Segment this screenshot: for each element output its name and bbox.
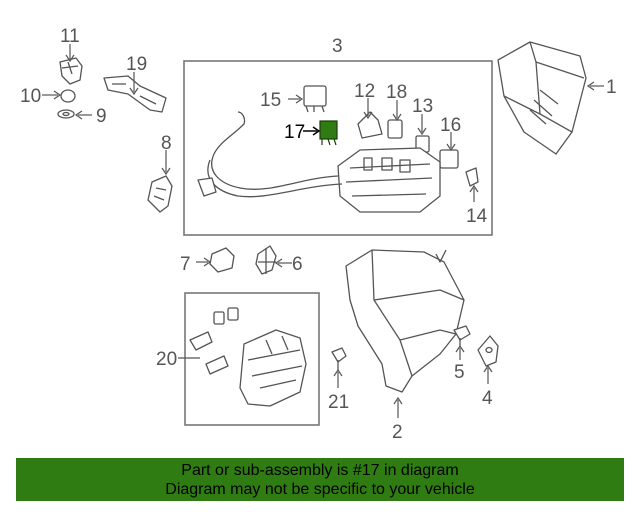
callout-1: 1 [606,77,617,98]
callout-11: 11 [60,26,80,47]
callout-9: 9 [96,106,107,127]
part-13-fuse[interactable] [415,114,430,153]
part-2-lower-tray[interactable] [345,249,465,418]
callout-18: 18 [386,82,407,103]
part-11-sensor[interactable] [59,44,83,85]
banner-line-1: Part or sub-assembly is #17 in diagram [181,462,459,479]
part-10-cap[interactable] [42,89,76,103]
parts-diagram: 1 2 3 4 5 6 7 8 9 10 11 12 13 14 15 16 1… [20,26,617,443]
fuse-box-assembly-frame [183,60,493,236]
sub-assembly-20-frame [184,292,320,426]
callout-7: 7 [180,254,191,275]
callout-14: 14 [466,206,488,227]
highlight-notice-banner: Part or sub-assembly is #17 in diagram D… [16,458,624,501]
callout-10: 10 [20,86,41,107]
part-6-clip[interactable] [255,245,292,275]
callout-16: 16 [440,115,461,136]
callout-20: 20 [156,349,177,370]
part-7-grommet[interactable] [196,247,235,273]
part-19-bracket[interactable] [103,72,167,113]
fuse-block-with-harness[interactable] [197,111,441,213]
callout-21: 21 [328,392,349,413]
part-18-fuse[interactable] [387,100,403,139]
callout-12: 12 [354,81,375,102]
callout-6: 6 [292,254,303,275]
callout-17-highlighted: 17 [284,122,305,143]
callout-3: 3 [332,36,343,57]
part-5-bolt[interactable] [453,325,471,360]
part-21-bolt[interactable] [331,347,347,388]
callout-5: 5 [454,362,465,383]
part-17-relay[interactable] [303,120,338,146]
part-8-clip[interactable] [147,150,173,213]
part-12-bracket[interactable] [357,98,383,139]
part-14-clip[interactable] [465,167,479,202]
callout-19: 19 [126,54,147,75]
callout-4: 4 [482,388,493,409]
part-16-relay[interactable] [439,132,459,169]
part-20-sub-assembly[interactable] [189,307,307,407]
part-15-relay[interactable] [288,85,327,113]
callout-8: 8 [161,133,172,154]
part-4-bracket[interactable] [477,335,499,384]
part-1-cover[interactable] [497,41,604,155]
part-9-washer[interactable] [57,109,92,120]
callout-2: 2 [392,422,403,443]
banner-line-2: Diagram may not be specific to your vehi… [165,481,475,498]
callout-13: 13 [412,96,433,117]
callout-15: 15 [260,90,281,111]
